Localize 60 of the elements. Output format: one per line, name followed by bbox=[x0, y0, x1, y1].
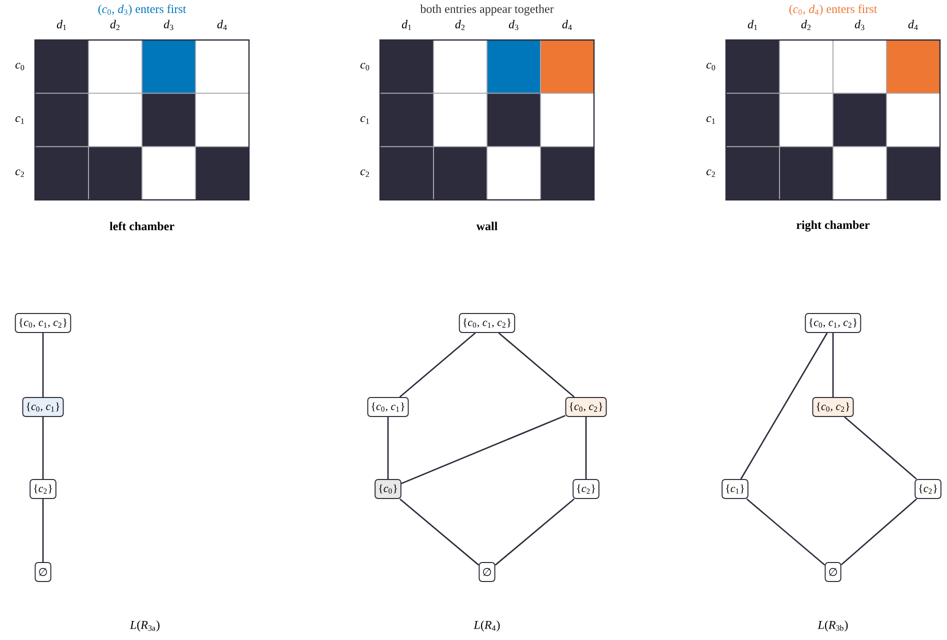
column-label: d$_{2}$ bbox=[110, 20, 120, 30]
column-label: d$_{1}$ bbox=[56, 20, 66, 30]
line bbox=[42, 333, 44, 397]
set-box: {c$_{0}$, c$_{1}$} bbox=[367, 397, 409, 417]
line bbox=[387, 417, 389, 479]
set-box: {c$_{0}$, c$_{2}$} bbox=[565, 397, 607, 417]
line bbox=[42, 499, 44, 562]
line bbox=[399, 498, 480, 566]
panel-caption: left chamber bbox=[110, 222, 174, 230]
set-box: {c$_{0}$, c$_{2}$} bbox=[812, 397, 854, 417]
line bbox=[498, 332, 575, 398]
row-label: c$_{2}$ bbox=[706, 169, 715, 177]
line bbox=[494, 498, 575, 566]
set-box: {c$_{0}$, c$_{1}$, c$_{2}$} bbox=[14, 313, 72, 333]
lattice-caption: L(R$_{3a}$) bbox=[130, 620, 160, 632]
column-label: d$_{4}$ bbox=[908, 20, 918, 30]
set-box: {c$_{0}$, c$_{1}$, c$_{2}$} bbox=[458, 313, 516, 333]
line bbox=[399, 332, 476, 398]
column-label: d$_{3}$ bbox=[164, 20, 174, 30]
column-label: d$_{2}$ bbox=[801, 20, 811, 30]
row-label: c$_{0}$ bbox=[15, 62, 24, 70]
heading: (c$_{0}$, d$_{4}$) enters first bbox=[789, 4, 878, 16]
set-box: {c$_{0}$, c$_{1}$, c$_{2}$} bbox=[804, 313, 862, 333]
set-box: {c$_{1}$} bbox=[722, 479, 748, 499]
lattice-caption: L(R$_{3b}$) bbox=[818, 620, 848, 632]
row-label: c$_{2}$ bbox=[15, 169, 24, 177]
column-label: d$_{4}$ bbox=[562, 20, 572, 30]
line bbox=[740, 332, 828, 480]
column-label: d$_{1}$ bbox=[748, 20, 758, 30]
row-label: c$_{1}$ bbox=[706, 116, 715, 124]
row-label: c$_{1}$ bbox=[360, 116, 369, 124]
line bbox=[746, 498, 826, 566]
line bbox=[844, 416, 917, 480]
set-box: ∅ bbox=[824, 562, 842, 582]
panel-caption: right chamber bbox=[796, 220, 870, 232]
lattice-caption: L(R$_{4}$) bbox=[474, 620, 500, 632]
set-box: {c$_{0}$, c$_{1}$} bbox=[22, 397, 64, 417]
row-label: c$_{0}$ bbox=[706, 62, 716, 70]
heading: both entries appear together bbox=[420, 4, 554, 16]
line bbox=[42, 417, 44, 479]
column-label: d$_{3}$ bbox=[854, 20, 864, 30]
row-label: c$_{1}$ bbox=[15, 116, 24, 124]
column-label: d$_{4}$ bbox=[217, 20, 227, 30]
set-box: {c$_{0}$} bbox=[374, 479, 402, 499]
line bbox=[585, 417, 587, 479]
panel-caption: wall bbox=[476, 222, 498, 230]
set-box: ∅ bbox=[34, 562, 52, 582]
set-box: {c$_{2}$} bbox=[30, 479, 56, 499]
column-label: d$_{2}$ bbox=[455, 20, 465, 30]
set-box: {c$_{2}$} bbox=[572, 479, 600, 499]
column-label: d$_{1}$ bbox=[402, 20, 412, 30]
row-label: c$_{0}$ bbox=[360, 62, 370, 70]
set-box: {c$_{2}$} bbox=[914, 479, 942, 499]
column-label: d$_{3}$ bbox=[508, 20, 518, 30]
line bbox=[840, 498, 918, 566]
set-box: ∅ bbox=[478, 562, 496, 582]
line bbox=[401, 414, 566, 484]
line bbox=[832, 333, 834, 397]
row-label: c$_{2}$ bbox=[360, 169, 369, 177]
heading: (c$_{0}$, d$_{3}$) enters first bbox=[98, 4, 186, 16]
